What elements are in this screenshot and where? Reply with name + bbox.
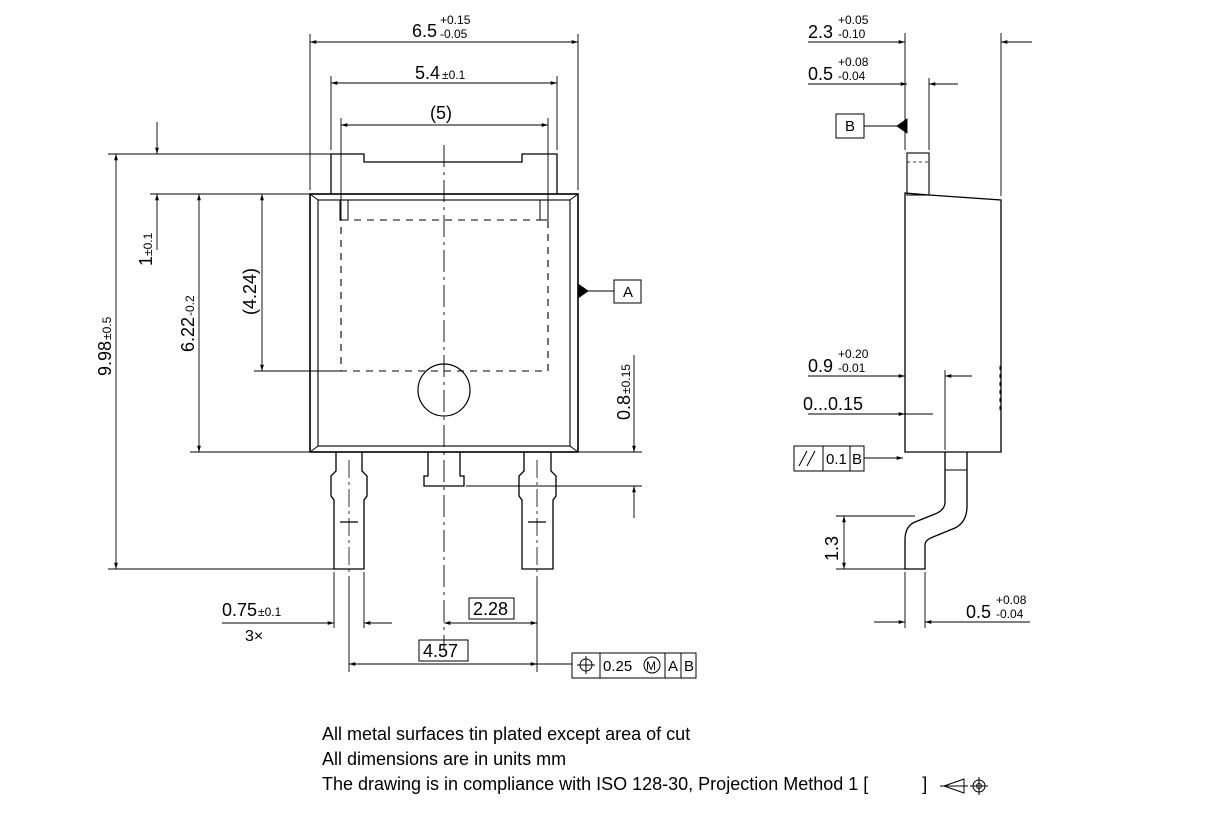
dim-pitch: 2.28 — [473, 599, 508, 619]
lead-left — [330, 452, 368, 578]
side-body-outline — [904, 192, 1002, 453]
dim-side-bend: 1.3 — [822, 536, 842, 561]
svg-text:+0.08: +0.08 — [996, 593, 1027, 607]
svg-text:A: A — [668, 658, 678, 675]
dim-side-lead-offset: 0.9 — [808, 356, 833, 376]
lead-center — [423, 452, 465, 487]
note-line-1: All metal surfaces tin plated except are… — [322, 724, 691, 744]
dim-side-lead-thickness: 0.5 — [966, 602, 991, 622]
note-line-3-suffix: ] — [922, 774, 928, 794]
dim-height-ref: (4.24) — [240, 268, 260, 315]
svg-text:±0.15: ±0.15 — [619, 364, 633, 394]
parallelism-tolerance-frame: 0.1 B — [793, 445, 865, 472]
note-line-3: The drawing is in compliance with ISO 12… — [322, 772, 927, 797]
svg-text:+0.20: +0.20 — [838, 347, 869, 361]
dim-lead-width: 0.75 — [222, 600, 257, 620]
side-tab — [906, 152, 930, 196]
svg-text:0.1: 0.1 — [826, 451, 847, 468]
dim-width-total: 6.5 — [412, 21, 437, 41]
svg-text:-0.10: -0.10 — [838, 27, 866, 41]
svg-text:-0.2: -0.2 — [183, 295, 197, 316]
svg-text:+0.15: +0.15 — [440, 13, 471, 27]
dim-lead-standoff: 0.8 — [614, 395, 634, 420]
svg-text:M: M — [646, 659, 656, 673]
dim-width-tab: 5.4 — [415, 63, 440, 83]
hidden-heatsink-outline — [340, 219, 549, 372]
svg-text:B: B — [852, 451, 862, 468]
dim-height-body: 6.22 — [178, 317, 198, 352]
note-line-3-text: The drawing is in compliance with ISO 12… — [322, 774, 869, 794]
dimension-labels: 6.5 +0.15 -0.05 5.4 ±0.1 (5) 9.98 ±0.5 1… — [95, 13, 1027, 679]
dim-tab-offset: 1 — [136, 256, 156, 266]
svg-text:+0.05: +0.05 — [838, 13, 869, 27]
dim-lead-count: 3× — [245, 628, 263, 645]
front-view — [309, 145, 579, 650]
front-dimension-lines — [108, 34, 642, 672]
svg-text:-0.04: -0.04 — [838, 69, 866, 83]
svg-text:±0.1: ±0.1 — [442, 68, 466, 82]
dim-width-ref: (5) — [430, 103, 452, 123]
dim-side-standoff: 0...0.15 — [803, 394, 863, 414]
side-lead — [904, 452, 968, 570]
svg-text:-0.04: -0.04 — [996, 607, 1024, 621]
svg-text:±0.5: ±0.5 — [100, 316, 114, 340]
svg-text:-0.01: -0.01 — [838, 361, 866, 375]
side-view — [904, 152, 1002, 570]
dim-height-total: 9.98 — [95, 341, 115, 376]
svg-text:+0.08: +0.08 — [838, 55, 869, 69]
max-material-icon — [643, 656, 661, 674]
datum-b: B — [845, 118, 855, 135]
dim-pitch-double: 4.57 — [423, 641, 458, 661]
svg-text:B: B — [684, 658, 694, 675]
svg-text:0.25: 0.25 — [603, 658, 632, 675]
svg-text:±0.1: ±0.1 — [141, 232, 155, 256]
drawing-notes: All metal surfaces tin plated except are… — [322, 722, 927, 797]
lead-right — [518, 452, 557, 578]
parallelism-icon — [798, 450, 808, 467]
note-line-2: All dimensions are in units mm — [322, 749, 567, 769]
dim-side-tab: 0.5 — [808, 64, 833, 84]
svg-text:±0.1: ±0.1 — [258, 605, 282, 619]
tab-outline — [330, 153, 558, 194]
datum-a: A — [623, 284, 633, 301]
dim-side-thickness: 2.3 — [808, 22, 833, 42]
position-tolerance-frame: 0.25 M A B — [571, 652, 697, 679]
svg-text:-0.05: -0.05 — [440, 27, 468, 41]
projection-method-icon — [940, 777, 988, 795]
side-dimension-lines — [808, 33, 1032, 628]
